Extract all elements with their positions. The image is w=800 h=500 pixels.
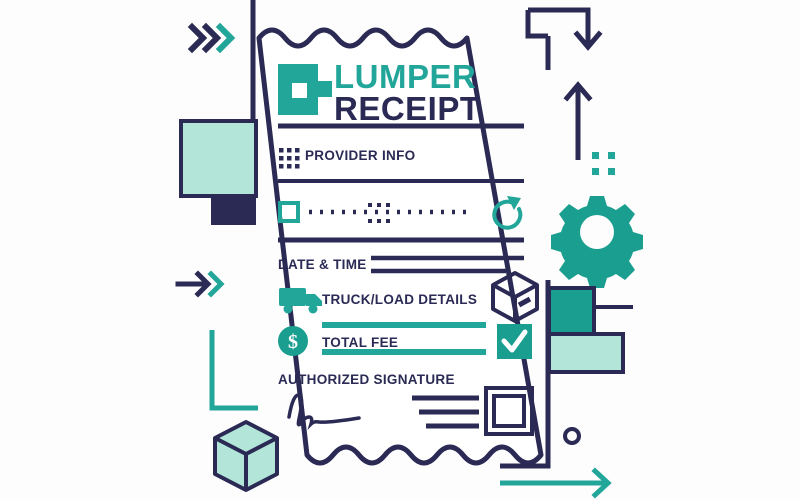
square-outline-icon — [278, 201, 300, 223]
navy-frame-line-bottom-right — [500, 280, 551, 469]
row-label-date-time: DATE & TIME — [278, 257, 367, 272]
signature-mark — [287, 393, 361, 431]
truck-icon — [279, 288, 322, 314]
brand-title-line1: LUMPER — [334, 58, 477, 95]
refresh-icon — [492, 196, 523, 230]
total-fee-bars — [322, 322, 486, 355]
teal-dots-2x2-right — [592, 152, 615, 175]
gear-icon-right — [551, 196, 643, 288]
navy-hook-arrow-top-right — [525, 7, 603, 51]
checkmark-icon — [497, 324, 532, 359]
row-label-truck-load-details: TRUCK/LOAD DETAILS — [322, 292, 478, 307]
mint-block-right — [547, 332, 625, 374]
row-label-total-fee: TOTAL FEE — [322, 335, 399, 350]
dot-grid-icon — [279, 148, 300, 169]
teal-bracket-left — [209, 330, 258, 411]
box-icon — [491, 271, 539, 323]
chevrons-top-left — [187, 22, 236, 54]
navy-up-arrow-right — [563, 81, 593, 160]
brand-title-line2: RECEIPT — [334, 90, 481, 127]
dollar-coin-icon: $ — [278, 326, 308, 356]
row-label-provider-info: PROVIDER INFO — [305, 148, 416, 163]
stamp-square-icon — [484, 386, 534, 436]
double-rule — [371, 255, 524, 274]
teal-arrow-bottom-right — [500, 467, 612, 499]
mint-cube-bottom-left — [213, 420, 279, 492]
dotted-line — [309, 203, 474, 223]
mint-square-left — [179, 119, 258, 198]
small-circle-right — [563, 427, 581, 445]
svg-text:$: $ — [288, 331, 298, 353]
arrow-chevrons-mid-left — [175, 270, 225, 298]
teal-block-right — [547, 286, 596, 336]
row-label-authorized-signature: AUTHORIZED SIGNATURE — [278, 372, 455, 387]
lumper-logo-mark-icon — [278, 64, 332, 115]
navy-block-left — [211, 196, 256, 225]
stacked-lines — [412, 395, 479, 429]
